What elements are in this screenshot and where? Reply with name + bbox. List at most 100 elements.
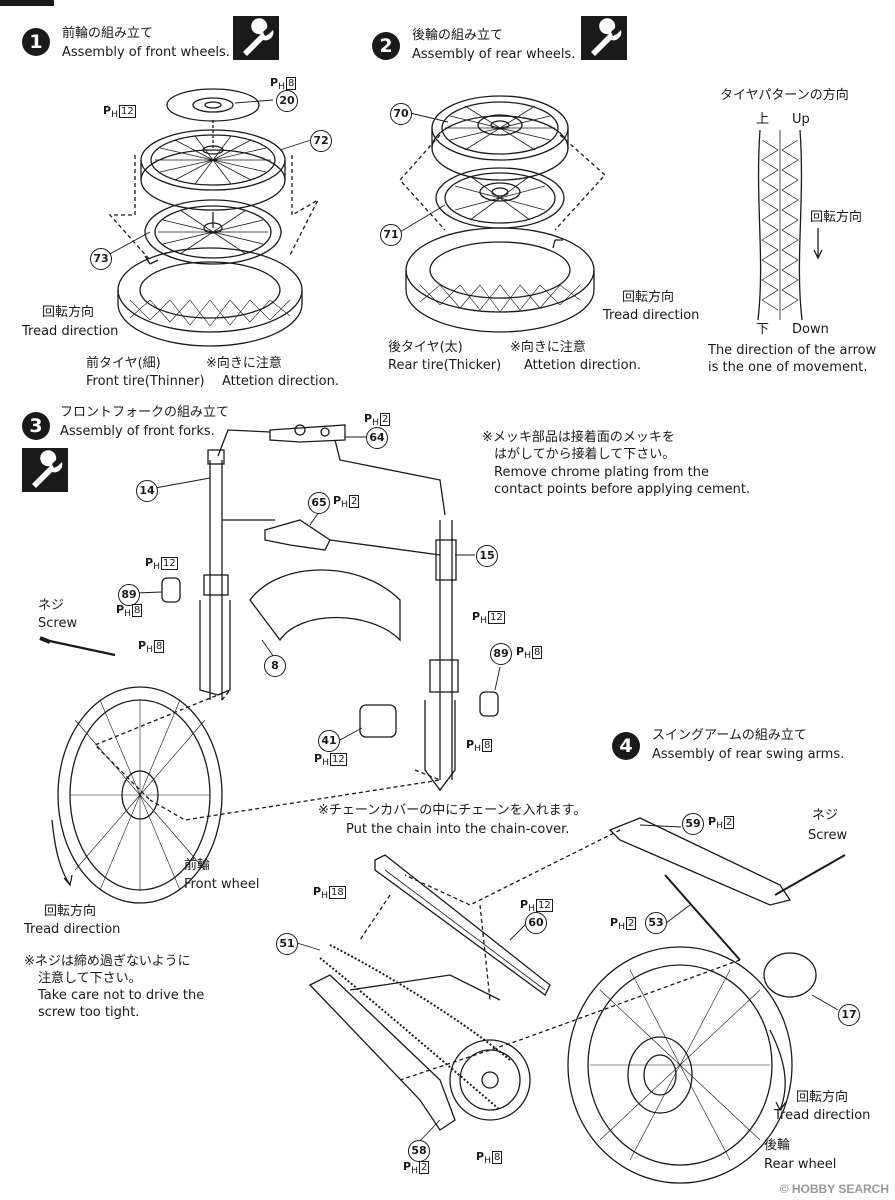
tire-pattern-title: タイヤパターンの方向 [720, 88, 849, 103]
step-1-title-jp: 前輪の組み立て [62, 26, 154, 41]
chrome-note-jp-2: はがしてから接着して下さい。 [494, 447, 676, 462]
caution-en: Attetion direction. [524, 358, 641, 373]
screw-label-en: Screw [808, 828, 848, 843]
rear-wheel-assembly-drawing [399, 95, 606, 333]
up-label-jp: 上 [756, 112, 770, 127]
part-callout: 58 [408, 1140, 430, 1162]
screw-label-en: Screw [38, 616, 78, 631]
part-callout: 65 [308, 492, 330, 514]
down-label-en: Down [792, 322, 829, 337]
part-callout: 14 [136, 480, 158, 502]
part-callout: 89 [490, 643, 512, 665]
tread-direction-en: Tread direction [22, 324, 119, 339]
part-callout: 53 [645, 912, 667, 934]
front-tire-jp: 前タイヤ(細) [86, 356, 161, 371]
step-2-title-jp: 後輪の組み立て [412, 28, 504, 43]
step-2-title-en: Assembly of rear wheels. [412, 47, 576, 62]
part-callout: 60 [525, 912, 547, 934]
part-callout: 72 [310, 130, 332, 152]
arrow-note-line2: is the one of movement. [708, 360, 868, 375]
step-4-title-en: Assembly of rear swing arms. [652, 747, 845, 762]
front-tire-en: Front tire(Thinner) [86, 374, 205, 389]
tread-direction-jp: 回転方向 [622, 290, 675, 305]
part-callout: 70 [390, 103, 412, 125]
chain-note-jp: ※チェーンカバーの中にチェーンを入れます。 [318, 803, 587, 818]
part-callout: 89 [118, 584, 140, 606]
part-callout: 59 [682, 813, 704, 835]
part-callout: 8 [264, 655, 286, 677]
chrome-note-en-1: Remove chrome plating from the [494, 465, 709, 480]
rear-wheel-en: Rear wheel [764, 1157, 837, 1172]
rear-tire-jp: 後タイヤ(太) [388, 340, 463, 355]
part-callout: 20 [276, 90, 298, 112]
rear-tire-en: Rear tire(Thicker) [388, 358, 502, 373]
chrome-note-jp-1: ※メッキ部品は接着面のメッキを [482, 430, 675, 445]
part-callout: 15 [476, 545, 498, 567]
tight-note-en-1: Take care not to drive the [38, 988, 205, 1003]
tire-pattern-diagram [757, 129, 823, 321]
swing-arm-assembly-drawing [308, 817, 846, 1184]
step-3-title-jp: フロントフォークの組み立て [60, 405, 230, 420]
part-callout: 17 [838, 1004, 860, 1026]
caution-jp: ※向きに注意 [510, 340, 586, 355]
tight-note-jp-1: ※ネジは締め過ぎないように [24, 954, 191, 969]
tread-direction-en: Tread direction [603, 308, 700, 323]
tread-direction-jp: 回転方向 [44, 904, 97, 919]
tread-direction-en: Tread direction [774, 1108, 871, 1123]
chain-note-en: Put the chain into the chain-cover. [346, 822, 570, 837]
tread-direction-en: Tread direction [24, 922, 121, 937]
front-wheel-assembly-drawing [108, 88, 320, 347]
caution-jp: ※向きに注意 [206, 356, 282, 371]
wrench-icon [233, 16, 279, 60]
tread-direction-jp: 回転方向 [796, 1090, 849, 1105]
tight-note-jp-2: 注意して下さい。 [38, 971, 142, 986]
screw-label-jp: ネジ [812, 808, 839, 823]
step-4-title-jp: スイングアームの組み立て [652, 728, 807, 743]
wrench-icon [581, 16, 627, 60]
wrench-icon [22, 448, 68, 492]
step-3-title-en: Assembly of front forks. [60, 424, 215, 439]
step-1-number: 1 [22, 28, 50, 56]
tight-note-en-2: screw too tight. [38, 1005, 140, 1020]
tread-direction-jp: 回転方向 [42, 305, 95, 320]
front-fork-assembly-drawing [39, 424, 499, 904]
chrome-note-en-2: contact points before applying cement. [494, 482, 751, 497]
arrow-note-line1: The direction of the arrow [708, 343, 877, 358]
rotation-direction-jp: 回転方向 [810, 210, 863, 225]
part-callout: 73 [90, 248, 112, 270]
step-4-number: 4 [612, 732, 640, 760]
part-callout: 51 [276, 933, 298, 955]
part-callout: 41 [318, 730, 340, 752]
step-3-number: 3 [22, 412, 50, 440]
part-callout: 71 [380, 224, 402, 246]
watermark: © HOBBY SEARCH [779, 1182, 889, 1196]
screw-label-jp: ネジ [38, 598, 65, 613]
step-1-title-en: Assembly of front wheels. [62, 45, 230, 60]
caution-en: Attetion direction. [222, 374, 339, 389]
step-2-number: 2 [372, 32, 400, 60]
part-callout: 64 [366, 427, 388, 449]
front-wheel-en: Front wheel [184, 877, 260, 892]
front-wheel-jp: 前輪 [184, 858, 211, 873]
rear-wheel-jp: 後輪 [764, 1138, 791, 1153]
down-label-jp: 下 [756, 322, 770, 337]
up-label-en: Up [792, 112, 810, 127]
